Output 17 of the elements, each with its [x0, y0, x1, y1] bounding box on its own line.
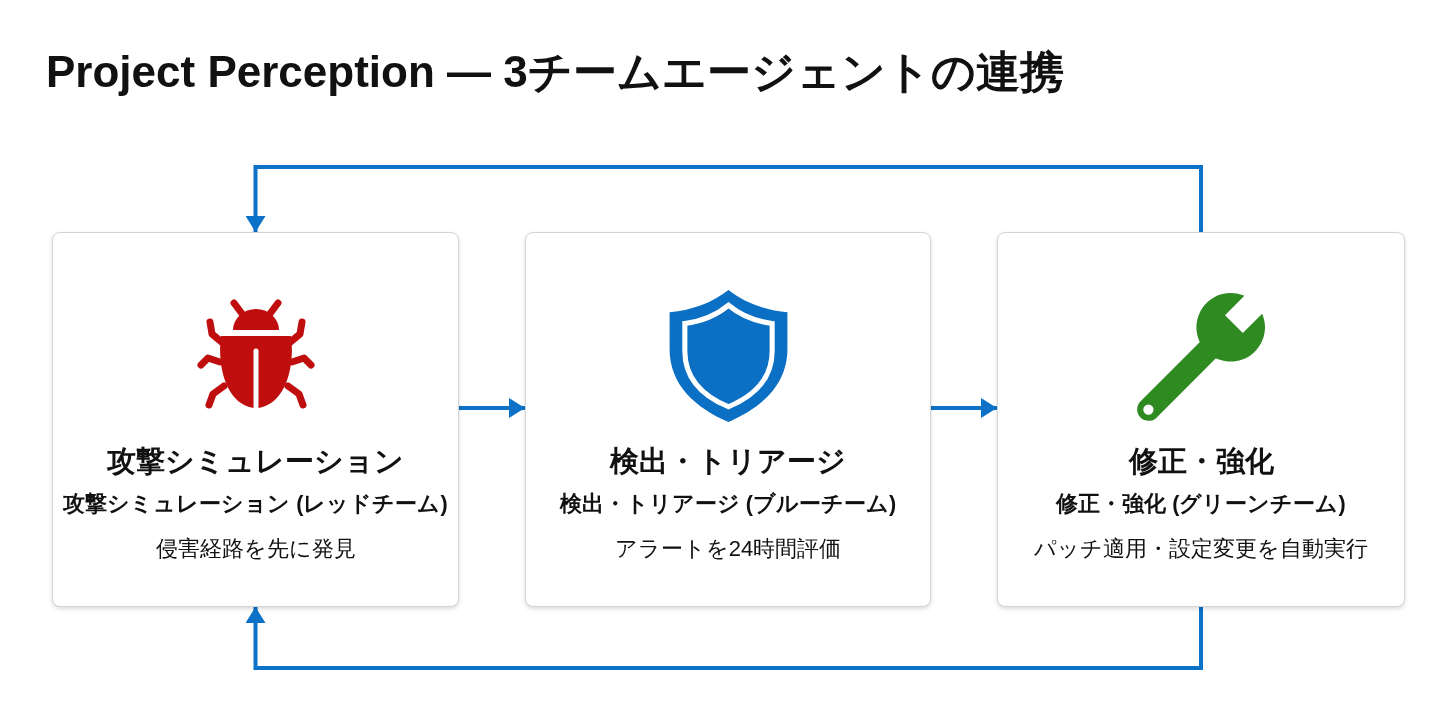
card-description: 侵害経路を先に発見	[155, 535, 356, 563]
arrow	[931, 398, 997, 418]
feedback-arrow	[245, 607, 1203, 670]
card-heading: 検出・トリアージ	[610, 444, 846, 478]
title: Project Perception — 3チームエージェントの連携	[46, 46, 1064, 98]
card-subtitle: 修正・強化 (グリーンチーム)	[1056, 491, 1346, 518]
card-description: パッチ適用・設定変更を自動実行	[1034, 535, 1368, 563]
card-subtitle: 攻撃シミュレーション (レッドチーム)	[63, 491, 448, 518]
process-card	[52, 232, 459, 607]
card-heading: 修正・強化	[1128, 444, 1274, 478]
process-card	[997, 232, 1405, 607]
feedback-arrow	[245, 165, 1203, 232]
arrow	[459, 398, 525, 418]
card-heading: 攻撃シミュレーション	[107, 444, 404, 478]
card-subtitle: 検出・トリアージ (ブルーチーム)	[559, 491, 897, 518]
process-card	[525, 232, 931, 607]
card-description: アラートを24時間評価	[614, 535, 842, 563]
